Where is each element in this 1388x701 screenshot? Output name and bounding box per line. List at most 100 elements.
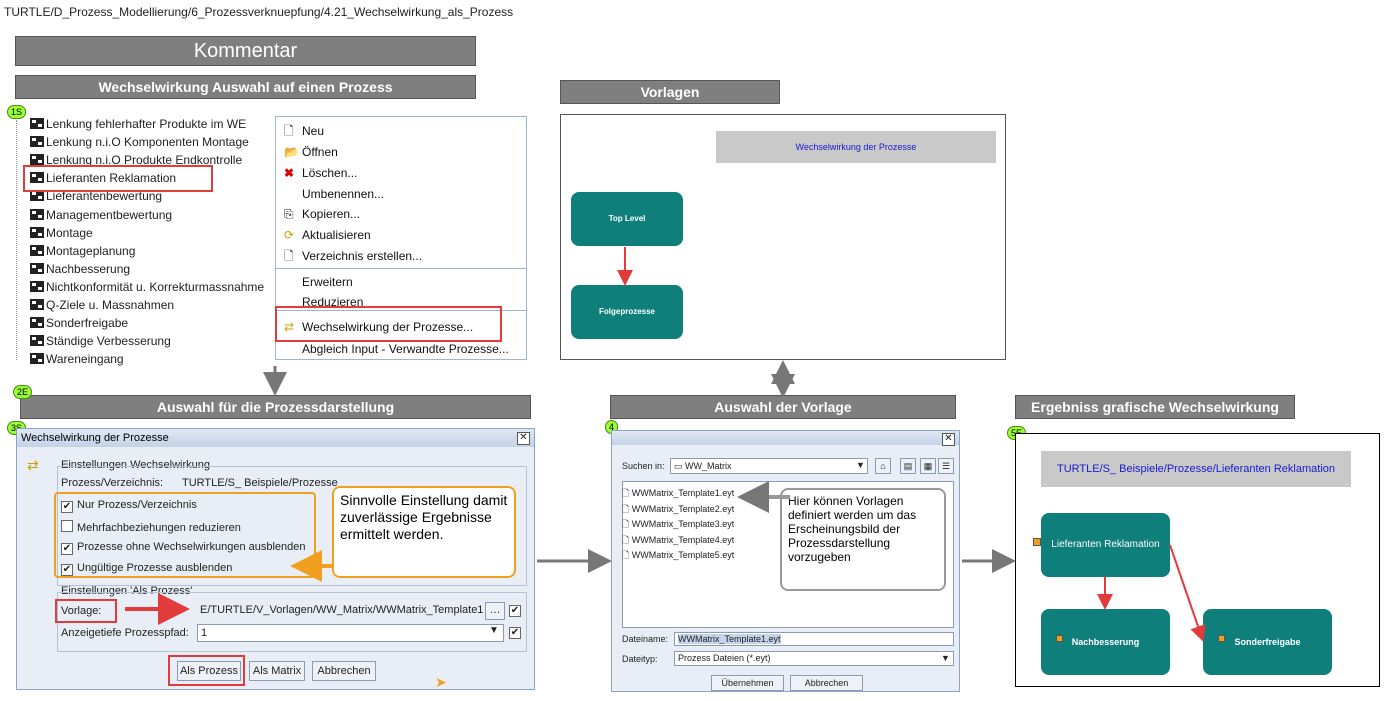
file-item[interactable]: 🗋 WWMatrix_Template5.eyt	[622, 548, 734, 564]
abbrechen-button[interactable]: Abbrechen	[790, 675, 863, 691]
checkbox-checked-icon[interactable]: ✔	[509, 627, 521, 639]
arrow-to-sonderfreigabe	[1169, 544, 1206, 642]
home-icon[interactable]: ▤	[900, 458, 916, 474]
chevron-down-icon[interactable]: ▼	[941, 653, 950, 663]
menu-item-reduzieren[interactable]: Reduzieren	[302, 295, 364, 309]
refresh-icon: ⟳	[284, 228, 295, 242]
node-top-level: Top Level	[571, 192, 683, 246]
menu-item-kopieren[interactable]: Kopieren...	[302, 207, 361, 221]
anzeigetiefe-select[interactable]: 1	[197, 624, 504, 642]
menu-separator	[276, 310, 526, 311]
option-ungueltig[interactable]: ✔ Ungültige Prozesse ausblenden	[61, 562, 232, 576]
file-item[interactable]: 🗋 WWMatrix_Template4.eyt	[622, 533, 734, 549]
tree-item[interactable]: Managementbewertung	[30, 208, 172, 222]
vorlage-label: Vorlage:	[61, 605, 102, 617]
tree-item[interactable]: Lenkung n.i.O Komponenten Montage	[30, 135, 249, 149]
copy-icon: ⎘	[284, 207, 294, 221]
grid-view-icon[interactable]: ▦	[920, 458, 936, 474]
menu-item-umbenennen[interactable]: Umbenennen...	[302, 187, 385, 201]
tree-item[interactable]: Lenkung n.i.O Produkte Endkontrolle	[30, 153, 242, 167]
path-breadcrumb: TURTLE/D_Prozess_Modellierung/6_Prozessv…	[4, 5, 514, 19]
close-icon[interactable]: ✕	[517, 432, 530, 445]
als-prozess-button[interactable]: Als Prozess	[177, 661, 241, 681]
tree-item-label: Montageplanung	[46, 243, 136, 258]
context-menu: 🗋 Neu 📂 Öffnen ✖ Löschen... Umbenennen..…	[275, 116, 527, 360]
file-item-label: WWMatrix_Template1.eyt	[631, 488, 735, 498]
folder-icon: ▭	[674, 461, 686, 471]
tree-item[interactable]: Sonderfreigabe	[30, 316, 128, 330]
tree-item-label: Wareneingang	[46, 352, 124, 367]
tree-item[interactable]: Lenkung fehlerhafter Produkte im WE	[30, 117, 246, 131]
dateiname-input[interactable]: WWMatrix_Template1.eyt	[674, 632, 954, 646]
checkbox-checked-icon[interactable]: ✔	[61, 501, 73, 513]
tree-item[interactable]: Lieferantenbewertung	[30, 189, 162, 203]
menu-item-neu[interactable]: Neu	[302, 124, 325, 138]
port-marker	[1218, 635, 1225, 642]
dateityp-select[interactable]: Prozess Dateien (*.eyt)	[674, 651, 954, 666]
option-nur-prozess[interactable]: ✔ Nur Prozess/Verzeichnis	[61, 499, 197, 513]
tree-item[interactable]: Q-Ziele u. Massnahmen	[30, 298, 174, 312]
option-label: Nur Prozess/Verzeichnis	[77, 499, 197, 511]
tree-item-label: Lenkung fehlerhafter Produkte im WE	[46, 117, 247, 131]
new-folder-icon: 🗋	[284, 249, 294, 263]
tip-sinnvolle-einstellung: Sinnvolle Einstellung damit zuverlässige…	[332, 486, 516, 578]
vorlage-path-field[interactable]: E/TURTLE/V_Vorlagen/WW_Matrix/WWMatrix_T…	[197, 602, 483, 620]
file-icon: 🗋	[622, 488, 632, 498]
vorlagen-panel: Wechselwirkung der Prozesse Top Level Fo…	[560, 114, 1006, 360]
menu-item-abgleich[interactable]: Abgleich Input - Verwandte Prozesse...	[302, 342, 509, 356]
up-folder-icon[interactable]: ⌂	[875, 458, 891, 474]
tree-item[interactable]: Montageplanung	[30, 244, 135, 258]
close-icon[interactable]: ✕	[942, 433, 955, 446]
tree-item[interactable]: Montage	[30, 226, 93, 240]
tree-item[interactable]: Wareneingang	[30, 352, 124, 366]
new-file-icon: 🗋	[284, 124, 294, 138]
tree-item-label: Sonderfreigabe	[46, 316, 129, 331]
file-item[interactable]: 🗋 WWMatrix_Template3.eyt	[622, 517, 734, 533]
file-item[interactable]: 🗋 WWMatrix_Template1.eyt	[622, 486, 734, 502]
als-matrix-button[interactable]: Als Matrix	[249, 661, 305, 681]
file-icon: 🗋	[622, 534, 632, 545]
tree-item[interactable]: Nichtkonformität u. Korrekturmassnahme	[30, 280, 264, 294]
checkbox-checked-icon[interactable]: ✔	[61, 564, 73, 576]
file-item[interactable]: 🗋 WWMatrix_Template2.eyt	[622, 502, 734, 518]
browse-button[interactable]: …	[485, 602, 505, 620]
open-folder-icon: 📂	[284, 145, 299, 159]
process-icon	[30, 208, 44, 220]
tree-item-label: Lenkung n.i.O Produkte Endkontrolle	[46, 153, 243, 168]
vorlagen-title: Wechselwirkung der Prozesse	[716, 131, 996, 163]
chevron-down-icon[interactable]: ▼	[489, 625, 499, 636]
checkbox-checked-icon[interactable]: ✔	[509, 605, 521, 617]
menu-item-oeffnen[interactable]: Öffnen	[302, 145, 338, 159]
menu-item-aktualisieren[interactable]: Aktualisieren	[302, 228, 371, 242]
uebernehmen-button[interactable]: Übernehmen	[711, 675, 784, 691]
checkbox-checked-icon[interactable]: ✔	[61, 543, 73, 555]
menu-item-erweitern[interactable]: Erweitern	[302, 275, 353, 289]
tree-item-label: Lenkung n.i.O Komponenten Montage	[46, 135, 249, 150]
abbrechen-button[interactable]: Abbrechen	[312, 661, 376, 681]
tree-item-label: Lieferanten Reklamation	[46, 171, 177, 186]
menu-item-wechselwirkung[interactable]: Wechselwirkung der Prozesse...	[302, 320, 474, 334]
delete-icon: ✖	[284, 166, 295, 180]
menu-item-loeschen[interactable]: Löschen...	[302, 166, 358, 180]
option-ohne-ww[interactable]: ✔Prozesse ohne Wechselwirkungen ausblend…	[61, 541, 306, 555]
tree-item[interactable]: Ständige Verbesserung	[30, 334, 171, 348]
file-icon: 🗋	[622, 503, 632, 514]
file-item-label: WWMatrix_Template2.eyt	[631, 503, 735, 514]
highlight-wechselwirkung	[275, 306, 502, 342]
dateiname-value: WWMatrix_Template1.eyt	[678, 634, 781, 644]
tree-item[interactable]: Nachbesserung	[30, 262, 130, 276]
option-mehrfach[interactable]: Mehrfachbeziehungen reduzieren	[61, 520, 241, 534]
tree-item[interactable]: Lieferanten Reklamation	[30, 171, 176, 185]
process-icon	[30, 136, 44, 148]
file-icon: 🗋	[622, 550, 632, 560]
suchen-select[interactable]: ▭ WW_Matrix	[670, 458, 868, 474]
tree-item-label: Ständige Verbesserung	[46, 334, 171, 349]
option-label: Ungültige Prozesse ausblenden	[77, 562, 233, 574]
checkbox-unchecked-icon[interactable]	[61, 520, 73, 532]
dialog-titlebar	[612, 431, 959, 445]
list-view-icon[interactable]: ☰	[938, 458, 954, 474]
tree-item-label: Nichtkonformität u. Korrekturmassnahme	[46, 279, 265, 294]
menu-item-verzeichnis[interactable]: Verzeichnis erstellen...	[302, 249, 423, 263]
menu-separator	[276, 268, 526, 269]
chevron-down-icon[interactable]: ▼	[856, 460, 865, 470]
